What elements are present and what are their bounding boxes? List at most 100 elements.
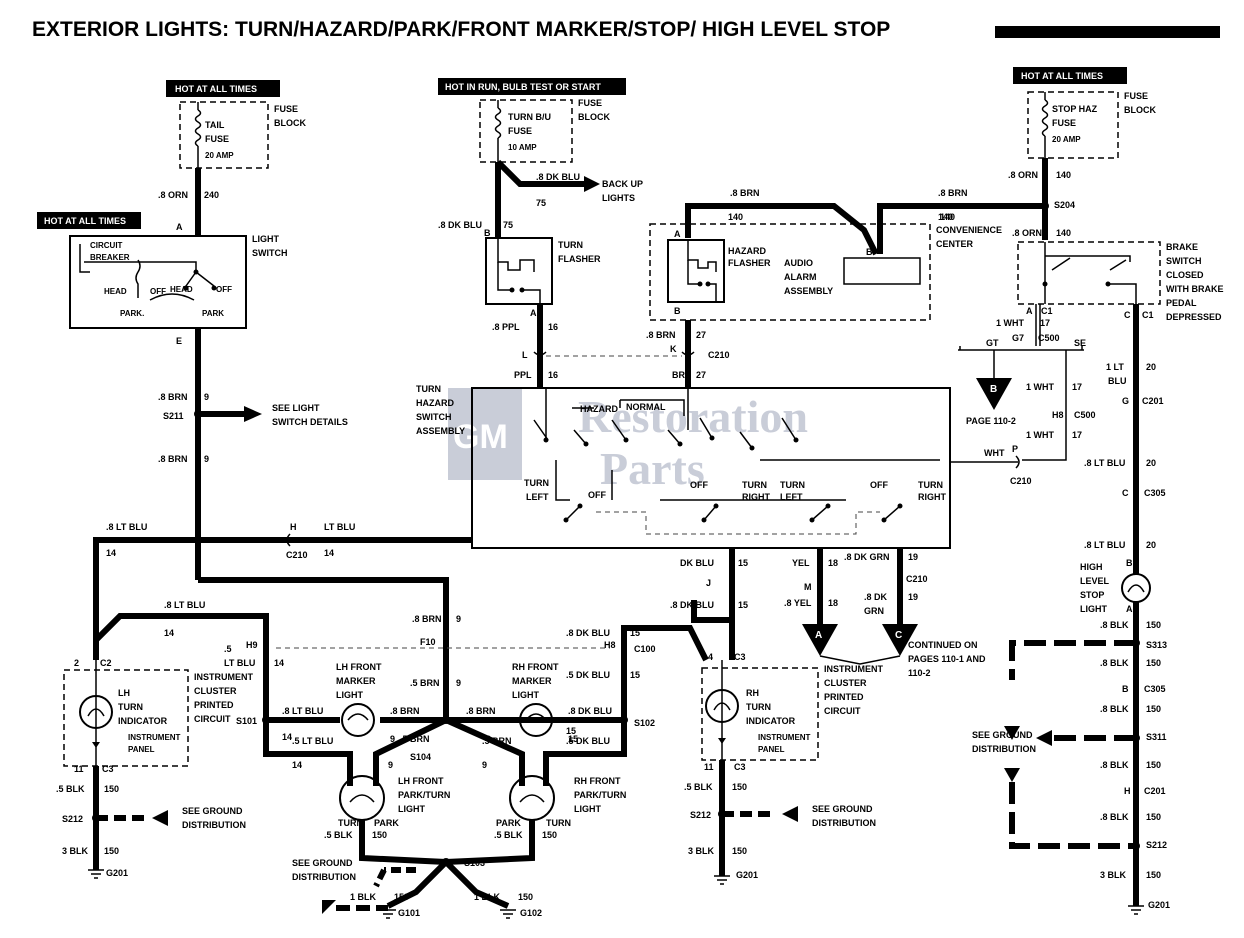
brake-pin-c: C	[1124, 310, 1131, 320]
tail-fuse-label: TAIL	[205, 120, 225, 130]
cont-a-arrow	[802, 624, 838, 656]
rh-ind-label3: INDICATOR	[746, 716, 796, 726]
ths-hazard: HAZARD	[580, 404, 618, 414]
conv-pin-a: A	[674, 229, 681, 239]
wire-9b-color: .8 BRN	[158, 454, 188, 464]
conv-pin-b: B	[674, 306, 681, 316]
brake-switch-label2: SWITCH	[1166, 256, 1202, 266]
light-switch-pin-a: A	[176, 222, 183, 232]
wire-15-color: DK BLU	[680, 558, 714, 568]
pin-j: J	[706, 578, 711, 588]
wire-20a-color2: BLU	[1108, 376, 1127, 386]
pin-11b: 11	[704, 762, 714, 772]
lower-w5brn3: .5 BRN	[482, 736, 512, 746]
wht-17a-color: 1 WHT	[996, 318, 1025, 328]
c201-b: C201	[1144, 786, 1166, 796]
turn-flasher: TURN FLASHER	[485, 237, 601, 305]
lower-w5b: LT BLU	[224, 658, 255, 668]
wire-240-color: .8 ORN	[158, 190, 188, 200]
lh-park-label2: PARK/TURN	[398, 790, 450, 800]
turn-fuse-block: FUSE	[578, 98, 602, 108]
wire-14b-color: LT BLU	[324, 522, 355, 532]
cont-c: C	[895, 630, 902, 641]
pin-g7: G7	[1012, 333, 1024, 343]
conv-label2: CENTER	[936, 239, 974, 249]
page-b-letter: B	[990, 384, 997, 395]
pin-h: H	[290, 522, 297, 532]
wire-14b-num: 14	[324, 548, 334, 558]
lower-c9g: 9	[388, 760, 393, 770]
rh-turn-label: TURN	[546, 818, 571, 828]
back-up-wire-color: .8 DK BLU	[536, 172, 580, 182]
wire-27-color: .8 BRN	[646, 330, 676, 340]
wire-27b-color: BRN	[672, 370, 692, 380]
blk-150c: .8 BLK	[1100, 704, 1129, 714]
lower-c9e: 9	[390, 734, 395, 744]
blk-150d-num: 150	[1146, 760, 1161, 770]
lh-indicator-bulb	[79, 695, 113, 729]
lower-w8brn2: .8 BRN	[390, 706, 420, 716]
ths-turn-right3: TURN	[918, 480, 943, 490]
hazard-flasher-label2: FLASHER	[728, 258, 771, 268]
wire-14-to-s101	[93, 613, 269, 720]
hot-label-switch-bg	[37, 212, 141, 229]
s212-a: S212	[62, 814, 83, 824]
pin-h2: H	[1124, 786, 1131, 796]
lower-c14e: 14	[282, 732, 292, 742]
page-b-label: PAGE 110-2	[966, 416, 1016, 426]
hot-label-switch: HOT AT ALL TIMES	[44, 216, 126, 226]
blk-150f: 3 BLK	[1100, 870, 1127, 880]
ground-dist-b2: DISTRIBUTION	[292, 872, 356, 882]
wire-14c-color: .8 LT BLU	[164, 600, 205, 610]
lower-w3blk: 3 BLK	[62, 846, 89, 856]
stop-fuse-block: FUSE	[1124, 91, 1148, 101]
s211: S211	[163, 411, 184, 421]
lh-inst-panel: INSTRUMENT	[128, 733, 181, 742]
wire-15-to-s102	[621, 625, 709, 720]
rh-indicator-bulb	[705, 689, 739, 723]
lower-c9h: 9	[482, 760, 487, 770]
high-level-label2: LEVEL	[1080, 576, 1110, 586]
turn-fuse-label: TURN B/U	[508, 112, 551, 122]
ths-normal: NORMAL	[626, 402, 666, 412]
ground-icon-lh	[88, 869, 104, 879]
c500-a: C500	[1038, 333, 1060, 343]
s204: S204	[1054, 200, 1075, 210]
flasher-pin-a: A	[530, 308, 537, 318]
blk-150e-num: 150	[1146, 812, 1161, 822]
wire-140c-num: 140	[1056, 170, 1071, 180]
c305-a: C305	[1144, 488, 1166, 498]
pin-11a: 11	[74, 764, 84, 774]
circuit-breaker-label: CIRCUIT	[90, 241, 123, 250]
light-switch: LIGHT SWITCH CIRCUIT BREAKER HEAD OFF PA…	[69, 234, 288, 329]
wire-140d-color: .8 ORN	[1012, 228, 1042, 238]
wire-20b-color: .8 LT BLU	[1084, 458, 1125, 468]
wire-14c-num: 14	[164, 628, 174, 638]
blk-150a: .8 BLK	[1100, 620, 1129, 630]
watermark: GM Restoration Parts	[448, 388, 808, 494]
pin-2: 2	[74, 658, 79, 668]
turn-fuse-label2: FUSE	[508, 126, 532, 136]
ths-turn-right: TURN	[742, 480, 767, 490]
brake-switch-label3: CLOSED	[1166, 270, 1204, 280]
hot-label-center: HOT IN RUN, BULB TEST OR START	[445, 82, 601, 92]
cluster1-label: INSTRUMENT	[194, 672, 253, 682]
watermark-line2: Parts	[600, 443, 705, 494]
rh-inst-panel2: PANEL	[758, 745, 785, 754]
ground-dist-a: SEE GROUND	[182, 806, 243, 816]
conv-140: 140	[938, 212, 953, 222]
cluster1-label3: PRINTED	[194, 700, 234, 710]
light-switch-park: PARK.	[120, 309, 144, 318]
lh-indicator-cluster: 2 C2 LH TURN INDICATOR INSTRUMENT PANEL	[63, 658, 189, 767]
rh-park-label2: PARK/TURN	[574, 790, 626, 800]
page-title: EXTERIOR LIGHTS: TURN/HAZARD/PARK/FRONT …	[32, 18, 890, 41]
light-switch-park2: PARK	[202, 309, 224, 318]
ground-icon-rh	[714, 875, 730, 885]
audio-alarm-label3: ASSEMBLY	[784, 286, 833, 296]
watermark-logo: GM	[453, 418, 508, 456]
flasher-pin-b: B	[484, 228, 491, 238]
stop-fuse-rating: 20 AMP	[1052, 135, 1081, 144]
turn-hazard-switch	[471, 387, 951, 549]
lower-c150l: 150	[104, 846, 119, 856]
